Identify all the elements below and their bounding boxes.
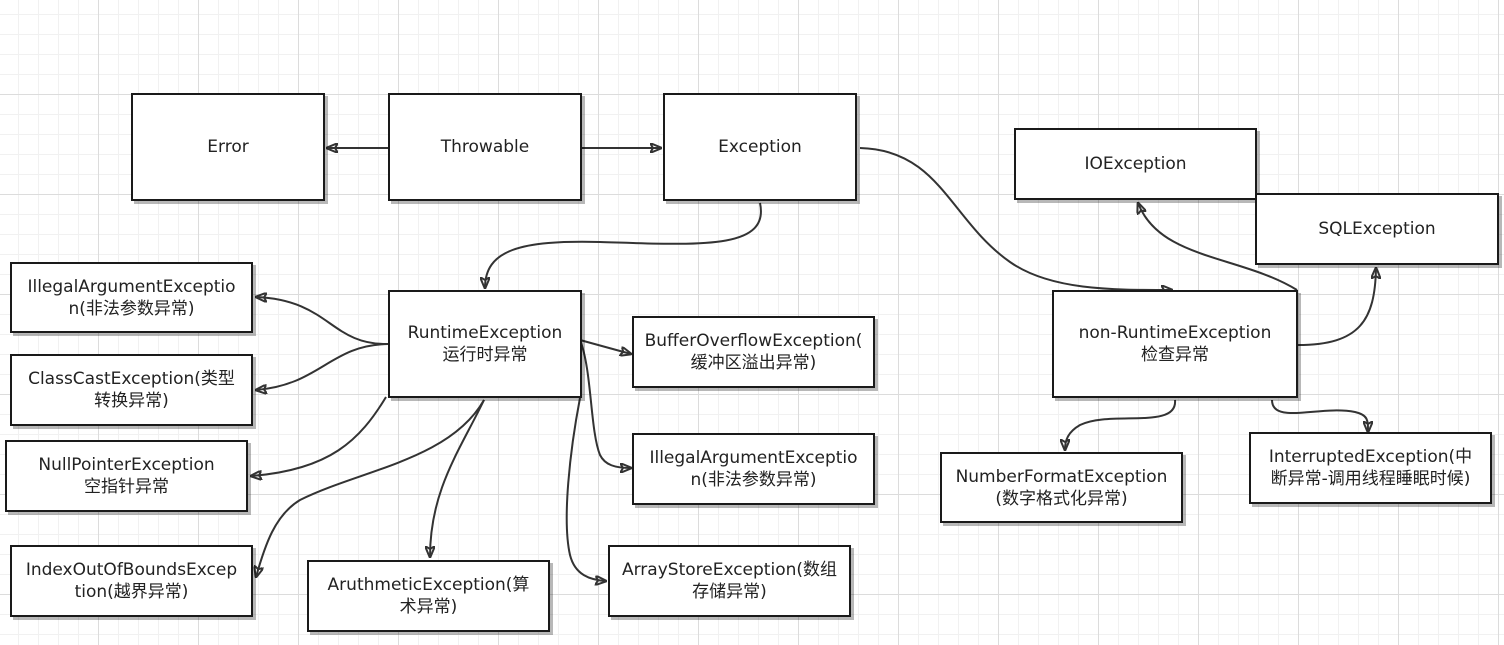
node-label-line: 检查异常: [1141, 345, 1209, 365]
edge-non-runtime-sqlexception: [1297, 268, 1376, 346]
node-buffer-overflow: BufferOverflowException(缓冲区溢出异常): [632, 316, 875, 388]
edge-runtime-arithmetic: [430, 399, 485, 557]
node-label-line: IllegalArgumentExceptio: [27, 276, 236, 297]
node-sqlexception: SQLException: [1255, 193, 1499, 265]
node-exception: Exception: [663, 93, 857, 201]
node-throwable: Throwable: [388, 93, 582, 201]
edge-runtime-array-store: [565, 397, 606, 581]
node-label-line: RuntimeException: [407, 323, 563, 343]
edge-runtime-index-out-of-bounds: [256, 399, 485, 577]
node-label-line: 空指针异常: [84, 477, 169, 497]
node-label-line: (数字格式化异常): [995, 488, 1128, 509]
node-label-line: 运行时异常: [442, 345, 528, 365]
edge-non-runtime-number-format: [1065, 399, 1177, 450]
edge-exception-non-runtime: [859, 147, 1172, 290]
node-number-format: NumberFormatException(数字格式化异常): [940, 452, 1183, 523]
edge-non-runtime-ioexception: [1138, 203, 1298, 291]
node-label-line: NumberFormatException: [955, 466, 1168, 487]
edge-runtime-buffer-overflow: [579, 339, 631, 354]
node-array-store: ArrayStoreException(数组存储异常): [608, 545, 851, 617]
node-label-line: IllegalArgumentExceptio: [649, 448, 858, 468]
node-label-line: BufferOverflowException(: [644, 331, 863, 351]
node-label-line: Error: [207, 137, 249, 157]
edge-non-runtime-interrupted: [1271, 399, 1368, 432]
node-label-line: InterruptedException(中: [1268, 447, 1473, 467]
edge-runtime-null-pointer: [251, 396, 387, 476]
node-label-line: non-RuntimeException: [1078, 323, 1272, 343]
node-label-line: SQLException: [1318, 219, 1436, 239]
node-label-line: 转换异常): [94, 391, 169, 411]
node-label-line: tion(越界异常): [74, 582, 189, 602]
node-label-line: 存储异常): [692, 582, 767, 602]
node-label-line: n(非法参数异常): [68, 298, 195, 319]
node-label-line: 缓冲区溢出异常): [690, 353, 817, 373]
edge-exception-runtime: [485, 202, 762, 288]
node-label-line: 断异常-调用线程睡眠时候): [1270, 469, 1471, 489]
node-label-line: AruthmeticException(算: [327, 575, 530, 595]
node-arithmetic: AruthmeticException(算术异常): [307, 560, 550, 632]
node-label-line: IndexOutOfBoundsExcep: [25, 560, 238, 580]
node-label-line: IOException: [1084, 154, 1187, 174]
edge-runtime-class-cast: [256, 343, 389, 390]
node-interrupted: InterruptedException(中断异常-调用线程睡眠时候): [1249, 432, 1492, 504]
node-label-line: ArrayStoreException(数组: [621, 560, 837, 580]
node-label-line: Exception: [718, 137, 802, 157]
node-class-cast: ClassCastException(类型转换异常): [10, 354, 253, 426]
node-label-line: ClassCastException(类型: [28, 369, 235, 389]
node-label-line: 术异常): [399, 597, 458, 617]
node-ioexception: IOException: [1014, 128, 1257, 200]
node-error: Error: [131, 93, 325, 201]
edge-runtime-illegal-arg-left: [256, 297, 389, 346]
node-label-line: NullPointerException: [38, 455, 215, 475]
node-label-line: n(非法参数异常): [690, 470, 817, 490]
node-label-line: Throwable: [440, 137, 530, 157]
edge-runtime-illegal-arg-right: [579, 339, 631, 468]
